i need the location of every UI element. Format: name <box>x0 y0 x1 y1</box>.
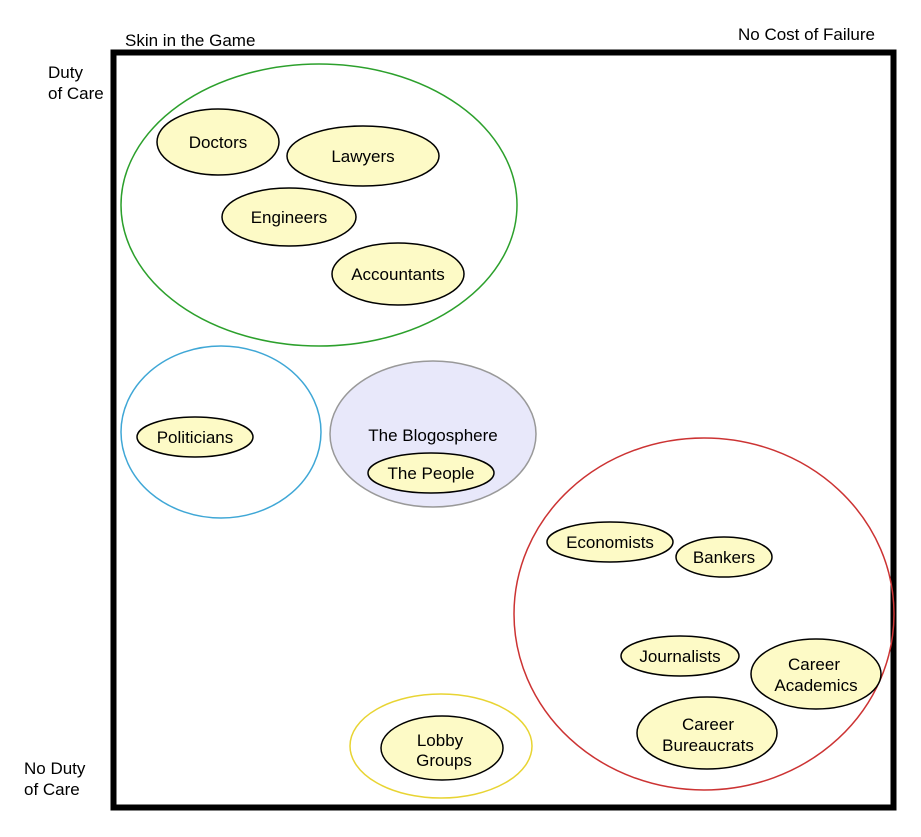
politicians-node <box>136 416 254 458</box>
career-bureaucrats-label-line2: Bureaucrats <box>662 736 754 755</box>
journalists-label: Journalists <box>639 647 720 666</box>
the-people-node <box>367 452 495 494</box>
lawyers-node <box>286 125 440 187</box>
doctors-node <box>156 108 280 176</box>
career-academics-label-line1: Career <box>788 655 840 674</box>
career-academics-label-line2: Academics <box>774 676 857 695</box>
quadrant-frame <box>110 49 897 811</box>
journalists-node <box>620 635 740 677</box>
lobby-groups-label-line1: Lobby <box>417 731 464 750</box>
economists-node <box>546 521 674 563</box>
blogosphere-label: The Blogosphere <box>368 426 497 445</box>
axis-label-no-duty-of-care-line1: No Duty <box>24 759 86 778</box>
doctors-label: Doctors <box>189 133 248 152</box>
axis-label-no-cost-of-failure: No Cost of Failure <box>738 25 875 44</box>
axis-label-skin-in-the-game: Skin in the Game <box>125 31 256 50</box>
axis-label-no-duty-of-care-line2: of Care <box>24 780 80 799</box>
politics-group-circle <box>120 345 322 519</box>
engineers-label: Engineers <box>251 208 328 227</box>
lawyers-label: Lawyers <box>331 147 394 166</box>
institutions-group-circle <box>513 437 895 791</box>
accountants-node <box>331 242 465 306</box>
axis-label-duty-of-care-line1: Duty <box>48 63 83 82</box>
career-bureaucrats-node <box>636 696 778 770</box>
career-academics-node <box>750 638 882 710</box>
the-people-label: The People <box>388 464 475 483</box>
axis-label-duty-of-care-line2: of Care <box>48 84 104 103</box>
professionals-group-circle <box>120 63 518 347</box>
accountants-label: Accountants <box>351 265 445 284</box>
bankers-label: Bankers <box>693 548 755 567</box>
career-bureaucrats-label-line1: Career <box>682 715 734 734</box>
lobby-group-circle <box>349 693 533 799</box>
lobby-groups-node <box>380 715 504 781</box>
economists-label: Economists <box>566 533 654 552</box>
bankers-node <box>675 536 773 578</box>
engineers-node <box>221 187 357 247</box>
politicians-label: Politicians <box>157 428 234 447</box>
lobby-groups-label-line2: Groups <box>416 751 472 770</box>
